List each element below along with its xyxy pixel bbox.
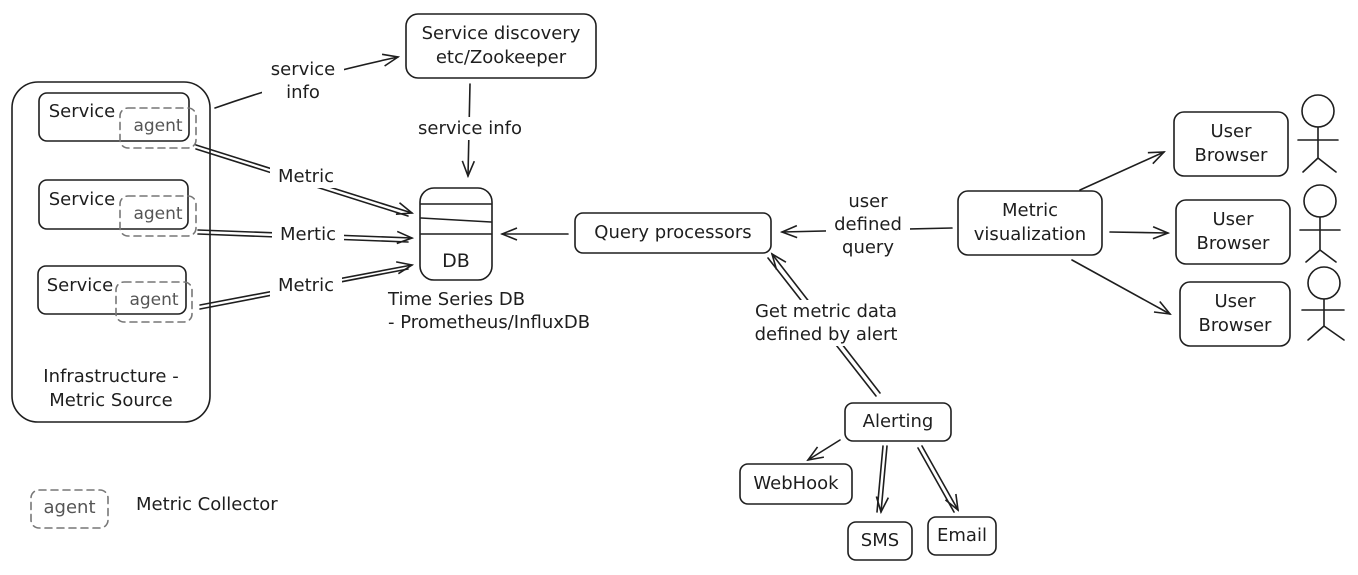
alerting-box bbox=[844, 402, 952, 442]
webhook-label: WebHook bbox=[753, 473, 839, 494]
sms-box bbox=[847, 521, 913, 561]
user-figure-1 bbox=[1297, 94, 1339, 173]
user-browser-label-2: User Browser bbox=[1196, 209, 1270, 254]
db-box bbox=[419, 187, 493, 281]
service-discovery-box bbox=[405, 13, 597, 79]
agent-box-3 bbox=[115, 281, 193, 323]
arrow-alert-to-email bbox=[921, 445, 958, 510]
db-label: DB bbox=[442, 250, 470, 272]
agent-box-2 bbox=[119, 195, 197, 237]
sms-label: SMS bbox=[860, 530, 900, 551]
legend-text: Metric Collector bbox=[136, 494, 278, 515]
edge-label-service-info-down: service info bbox=[406, 117, 534, 140]
arrow-alert-to-sms bbox=[881, 445, 887, 512]
user-figure-2 bbox=[1299, 184, 1341, 263]
query-processors-label: Query processors bbox=[594, 222, 752, 243]
edge-label-user-defined-query: user defined query bbox=[826, 190, 910, 259]
service-label-2: Service bbox=[48, 189, 116, 210]
service-box-1 bbox=[38, 92, 190, 142]
metric-visualization-box bbox=[957, 190, 1103, 256]
legend-agent-label: agent bbox=[43, 497, 96, 518]
arrow-viz-to-user-3 bbox=[1071, 259, 1170, 314]
user-browser-box-3 bbox=[1179, 281, 1291, 347]
agent-label-3: agent bbox=[129, 290, 179, 310]
agent-label-1: agent bbox=[133, 116, 183, 136]
edge-label-metric-2: Mertic bbox=[272, 223, 344, 246]
edge-label-metric-3: Metric bbox=[270, 274, 342, 297]
user-browser-label-3: User Browser bbox=[1198, 291, 1272, 336]
query-processors-box bbox=[574, 212, 772, 254]
metric-visualization-label: Metric visualization bbox=[973, 200, 1087, 245]
legend-agent-box bbox=[30, 489, 109, 529]
edge-label-get-metric-data: Get metric data defined by alert bbox=[734, 300, 918, 346]
arrow-alert-to-webhook bbox=[808, 439, 841, 460]
service-label-3: Service bbox=[46, 275, 114, 296]
infrastructure-title: Infrastructure - Metric Source bbox=[43, 366, 179, 411]
user-browser-label-1: User Browser bbox=[1194, 121, 1268, 166]
agent-label-2: agent bbox=[133, 204, 183, 224]
service-discovery-label: Service discovery etc/Zookeeper bbox=[421, 23, 581, 68]
email-box bbox=[927, 516, 997, 556]
arrow-viz-to-user-2 bbox=[1109, 232, 1168, 233]
user-figure-3 bbox=[1301, 266, 1345, 341]
webhook-box bbox=[739, 463, 853, 505]
edge-label-service-info-top: service info bbox=[262, 58, 344, 104]
user-browser-box-1 bbox=[1173, 111, 1289, 177]
service-box-3 bbox=[37, 265, 187, 315]
db-caption: Time Series DB - Prometheus/InfluxDB bbox=[388, 289, 591, 333]
arrow-alert-to-sms-double bbox=[876, 445, 884, 513]
arrow-alert-to-email-double bbox=[917, 447, 955, 513]
email-label: Email bbox=[937, 525, 987, 546]
db-line-2 bbox=[420, 217, 492, 223]
arrow-viz-to-user-1 bbox=[1079, 152, 1164, 191]
service-box-2 bbox=[38, 179, 189, 230]
infrastructure-box bbox=[11, 81, 211, 423]
alerting-label: Alerting bbox=[862, 411, 934, 432]
edge-label-metric-1: Metric bbox=[270, 165, 342, 188]
agent-box-1 bbox=[119, 107, 197, 149]
service-label-1: Service bbox=[48, 101, 116, 122]
user-browser-box-2 bbox=[1175, 199, 1291, 265]
